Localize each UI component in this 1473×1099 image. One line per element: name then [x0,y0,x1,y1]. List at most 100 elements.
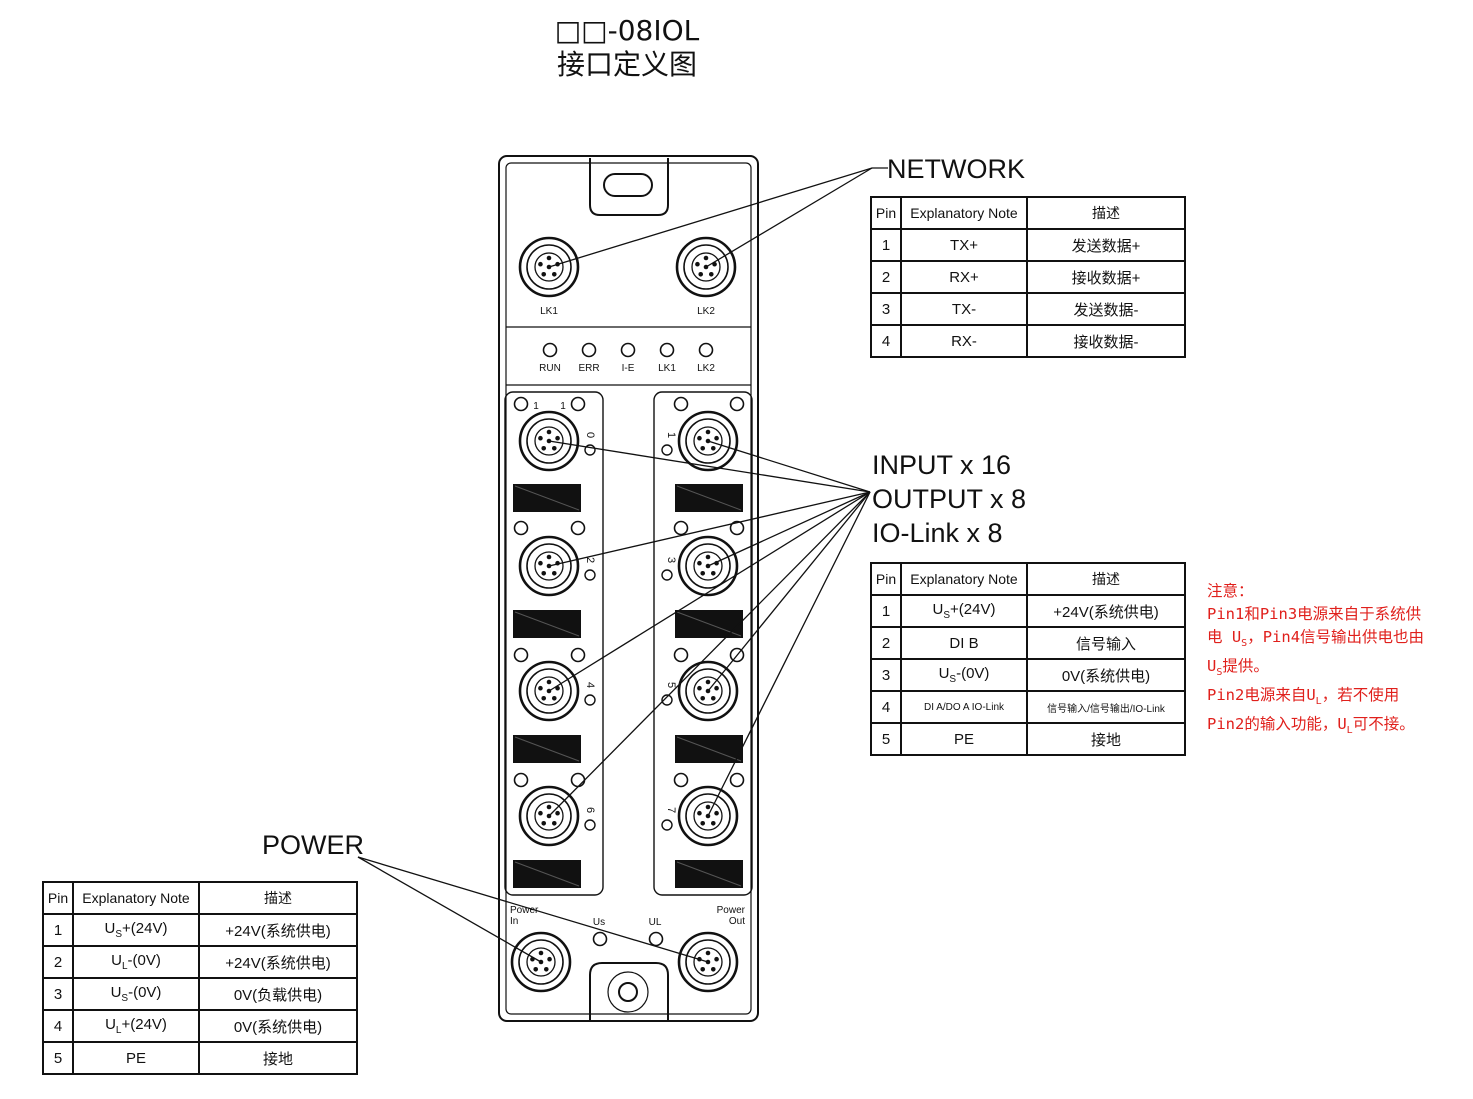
ground-screw-right-0 [661,444,673,456]
cell-2-0: 3 [870,658,902,692]
label-slot-hatch-left-3 [514,861,580,887]
io-leader-6 [707,491,871,692]
cell-1-0: 2 [870,260,902,294]
input-count-label: INPUT x 16 [872,450,1012,480]
cell-4-0: 5 [42,1041,74,1075]
cell-1-0: 2 [870,626,902,660]
label-slot-hatch-right-1 [676,611,742,637]
mount-hole [603,173,653,197]
cell-0-2: +24V(系统供电) [198,913,358,947]
port-lk2-label: LK2 [697,306,715,317]
io-port-right-number-0: 1 [665,432,677,438]
port-lk1-label: LK1 [540,306,558,317]
cell-4-0: 5 [870,722,902,756]
hole-r1-2 [673,647,689,663]
label-slots [513,484,743,888]
hole-l1-1 [513,520,529,536]
cell-2-1: US-(0V) [900,658,1028,692]
port-lk1-connector [518,236,580,298]
led-label-3: LK1 [658,363,676,374]
hole-l2-3 [570,772,586,788]
power-out-label-1: Power [717,905,746,916]
cell-0-0: 1 [870,228,902,262]
power-in-label-1: Power [510,905,539,916]
io-port-left-number-3: 6 [584,807,596,813]
network-leader-lk2 [705,167,873,268]
header-1: Explanatory Note [900,562,1028,596]
led-label-0: RUN [539,363,561,374]
ground-screw-left-1 [584,569,596,581]
hole-r1-1 [673,520,689,536]
power-in-label-2: In [510,916,518,927]
power-leader-in [357,856,542,963]
cell-2-1: TX- [900,292,1028,326]
cell-3-2: 接收数据- [1026,324,1186,358]
led-0 [542,342,558,358]
header-2: 描述 [1026,196,1186,230]
io-port-right-2 [677,660,739,722]
ground-screw-right-1 [661,569,673,581]
cell-1-1: RX+ [900,260,1028,294]
cell-3-1: UL+(24V) [72,1009,200,1043]
io-port-left-1 [518,535,580,597]
us-led [592,931,608,947]
ground-screw-left-3 [584,819,596,831]
header-1: Explanatory Note [72,881,200,915]
ground-screw-left-0 [584,444,596,456]
io-port-right-0 [677,410,739,472]
port-lk2-connector [675,236,737,298]
hole-r2-1 [729,520,745,536]
hole-l2-0 [570,396,586,412]
diagram-title: 接口定义图 [556,48,697,81]
power-in-connector [510,931,572,993]
header-1: Explanatory Note [900,196,1028,230]
io-port-left-number-2: 4 [584,682,596,688]
cell-0-1: TX+ [900,228,1028,262]
ground-screw-right-3 [661,819,673,831]
header-2: 描述 [1026,562,1186,596]
io-leader-3 [548,491,871,817]
slot-number-a: 1 [533,401,539,412]
us-led-label: Us [593,917,605,928]
hole-r2-3 [729,772,745,788]
network-leader-lk1 [548,167,888,268]
io-port-left-number-0: 0 [584,432,596,438]
cell-1-2: 接收数据+ [1026,260,1186,294]
led-label-1: ERR [578,363,599,374]
hole-l1-2 [513,647,529,663]
header-2: 描述 [198,881,358,915]
io-port-right-3 [677,785,739,847]
label-slot-hatch-left-1 [514,611,580,637]
led-3 [659,342,675,358]
io-port-right-number-1: 3 [665,557,677,563]
io-leader-2 [548,491,871,692]
led-2 [620,342,636,358]
cell-2-2: 0V(负载供电) [198,977,358,1011]
cell-1-1: DI B [900,626,1028,660]
label-slot-hatch-right-3 [676,861,742,887]
io-port-right-number-3: 7 [665,807,677,813]
leader-lines [357,167,888,963]
io-leader-1 [548,491,871,567]
header-0: Pin [870,196,902,230]
cell-0-1: US+(24V) [72,913,200,947]
hole-r1-0 [673,396,689,412]
io-leader-4 [707,440,871,493]
cell-1-1: UL-(0V) [72,945,200,979]
cell-3-0: 4 [42,1009,74,1043]
header-0: Pin [42,881,74,915]
header-0: Pin [870,562,902,596]
power-label: POWER [262,830,365,860]
connectors [510,236,745,993]
ground-screw-left-2 [584,694,596,706]
